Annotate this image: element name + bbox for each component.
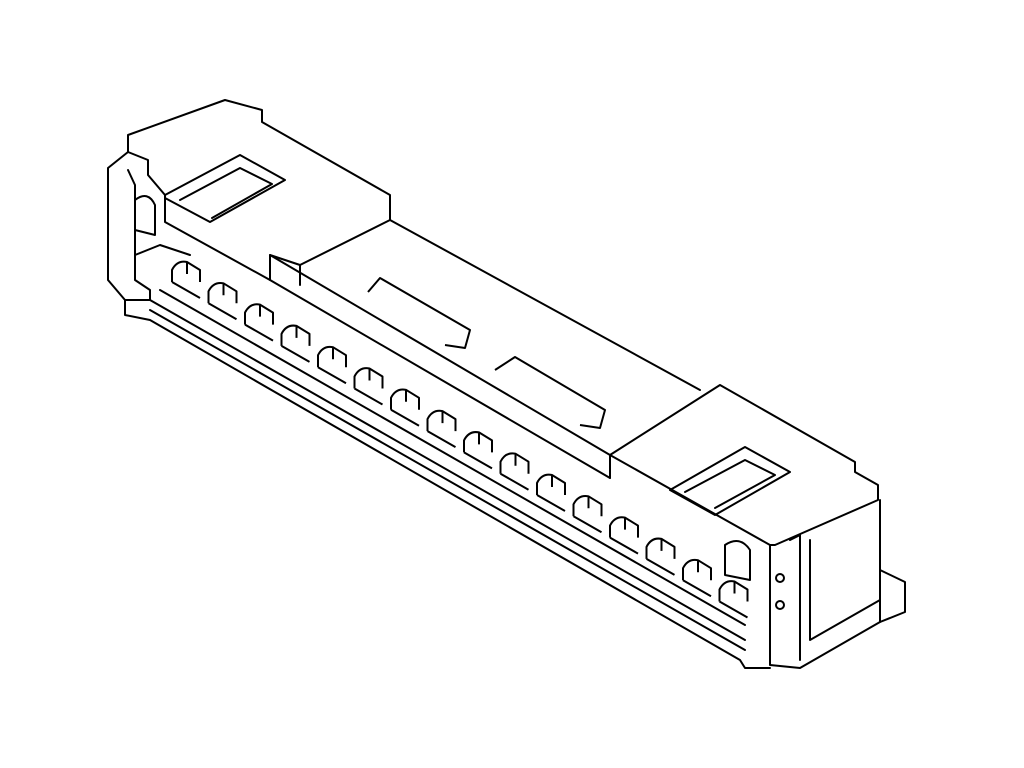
- contact-pin: [536, 473, 566, 512]
- contact-pin: [426, 409, 457, 448]
- contact-pins: [171, 260, 749, 619]
- contact-pin: [280, 324, 311, 363]
- top-body: [269, 219, 701, 479]
- base-rails: [124, 289, 771, 669]
- contact-pin: [645, 537, 676, 576]
- contact-pin: [609, 516, 639, 555]
- right-end-block: [609, 384, 906, 669]
- contact-pin: [572, 494, 603, 534]
- contact-pin: [353, 367, 384, 406]
- contact-pin: [317, 345, 347, 385]
- contact-pin: [718, 580, 749, 619]
- contact-pin: [207, 281, 238, 321]
- contact-pin: [682, 558, 712, 598]
- left-pocket: [179, 167, 273, 219]
- contact-pin: [244, 303, 274, 342]
- contact-pin: [499, 452, 530, 491]
- contact-pin: [463, 431, 493, 470]
- contact-pin: [390, 388, 420, 427]
- contact-pin: [171, 260, 201, 299]
- left-end-block: [107, 99, 391, 301]
